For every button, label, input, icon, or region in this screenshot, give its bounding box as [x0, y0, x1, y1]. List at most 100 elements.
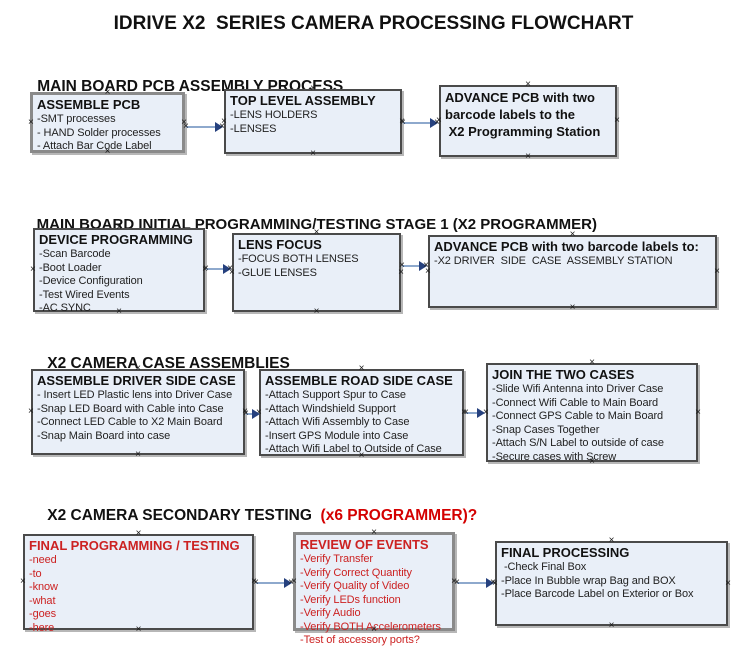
box-advance-pcb-driver-side-station: ADVANCE PCB with two barcode labels to: …: [425, 230, 720, 313]
arrow-head-icon: [430, 118, 438, 128]
connection-handle-icon: ×: [371, 527, 377, 538]
connection-handle-icon: ×: [371, 624, 377, 635]
connection-handle-icon: ×: [243, 408, 249, 419]
connection-handle-icon: ×: [251, 576, 257, 587]
connection-handle-icon: ×: [436, 115, 442, 126]
connection-handle-icon: ×: [614, 115, 620, 126]
arrow-head-icon: [252, 409, 260, 419]
arrow-head-icon: [215, 122, 223, 132]
box-lines: -Scan Barcode-Boot Loader-Device Configu…: [39, 248, 199, 316]
box-line: - Insert LED Plastic lens into Driver Ca…: [37, 389, 233, 401]
box-line: -Verify Quality of Video: [300, 580, 410, 592]
box-line: -Attach Windshield Support: [265, 402, 396, 415]
connection-handle-icon: ×: [181, 116, 187, 128]
box-line: -Verify BOTH Accelerometers: [300, 620, 441, 633]
section-heading-case-assemblies: X2 CAMERA CASE ASSEMBLIES: [30, 337, 290, 391]
box-line: X2 Programming Station: [445, 124, 601, 139]
arrow-head-icon: [419, 261, 427, 271]
connection-handle-icon: ×: [219, 121, 225, 132]
connection-handle-icon: ×: [358, 450, 365, 461]
box-lens-focus: LENS FOCUS -FOCUS BOTH LENSES-GLUE LENSE…: [229, 228, 404, 317]
connection-handle-icon: ×: [116, 306, 122, 317]
arrow-head-icon: [284, 578, 292, 588]
box-line: -Attach Wifi Assembly to Case: [265, 416, 410, 428]
connection-handle-icon: ×: [104, 87, 111, 98]
connection-handle-icon: ×: [608, 535, 615, 546]
arrow-line: [466, 412, 480, 414]
box-top-level-assembly: TOP LEVEL ASSEMBLY -LENS HOLDERS-LENSES …: [221, 83, 405, 159]
box-line: -Attach Wifi Label to Outside of Case: [265, 443, 442, 455]
connection-handle-icon: ×: [525, 151, 531, 162]
box-line: -Insert GPS Module into Case: [265, 429, 409, 442]
box-lines: ADVANCE PCB with two barcode labels to th…: [445, 89, 611, 140]
box-title: ADVANCE PCB with two barcode labels to:: [434, 239, 699, 254]
box-advance-pcb-programming-station: ADVANCE PCB with two barcode labels to th…: [436, 79, 620, 162]
arrow-line: [256, 582, 287, 584]
box-title: JOIN THE TWO CASES: [492, 367, 635, 382]
connection-handle-icon: ×: [398, 266, 404, 278]
connection-handle-icon: ×: [451, 575, 457, 587]
box-lines: -LENS HOLDERS-LENSES: [230, 109, 396, 136]
connection-handle-icon: ×: [313, 306, 320, 317]
connection-handle-icon: ×: [310, 83, 316, 94]
box-line: -Connect GPS Cable to Main Board: [492, 410, 664, 422]
box-line: barcode labels to the: [445, 107, 576, 122]
connection-handle-icon: ×: [30, 264, 36, 275]
connection-handle-icon: ×: [695, 406, 701, 418]
box-assemble-road-side-case: ASSEMBLE ROAD SIDE CASE -Attach Support …: [256, 363, 467, 461]
section-heading-text: X2 CAMERA CASE ASSEMBLIES: [47, 355, 290, 372]
box-lines: -need-to-know-what-goes-here: [29, 554, 248, 635]
connection-handle-icon: ×: [291, 575, 297, 587]
box-line: -Connect LED Cable to X2 Main Board: [37, 416, 223, 428]
box-line: -Check Final Box: [501, 561, 587, 573]
connection-handle-icon: ×: [483, 406, 489, 418]
box-line: ADVANCE PCB with two: [445, 90, 595, 105]
flow-arrow: × ×: [183, 121, 225, 132]
arrow-line: [402, 265, 422, 267]
connection-handle-icon: ×: [28, 116, 34, 128]
connection-handle-icon: ×: [116, 222, 122, 233]
box-line: -goes: [29, 608, 57, 620]
box-join-the-two-cases: JOIN THE TWO CASES -Slide Wifi Antenna i…: [483, 358, 701, 467]
box-line: -Verify Audio: [300, 607, 361, 619]
connection-handle-icon: ×: [463, 407, 469, 418]
box-final-programming-testing: FINAL PROGRAMMING / TESTING -need-to-kno…: [20, 528, 257, 635]
flow-arrow: × ×: [399, 260, 429, 271]
box-line: -Connect Wifi Cable to Main Board: [492, 396, 659, 409]
flow-arrow: × ×: [203, 264, 233, 274]
box-device-programming: DEVICE PROGRAMMING -Scan Barcode-Boot Lo…: [30, 222, 208, 317]
box-lines: -FOCUS BOTH LENSES-GLUE LENSES: [238, 253, 395, 280]
arrow-line: [457, 582, 489, 584]
arrow-line: [206, 268, 226, 270]
box-title: REVIEW OF EVENTS: [300, 537, 429, 552]
section-heading-red-text: (x6 PROGRAMMER)?: [311, 507, 478, 524]
connection-handle-icon: ×: [425, 265, 431, 277]
box-line: -Secure cases with Screw: [492, 450, 617, 463]
box-assemble-pcb: ASSEMBLE PCB -SMT processes- HAND Solder…: [28, 87, 187, 157]
connection-handle-icon: ×: [202, 265, 208, 275]
box-line: -Verify Correct Quantity: [300, 566, 412, 579]
arrow-head-icon: [486, 578, 494, 588]
connection-handle-icon: ×: [423, 260, 429, 271]
connection-handle-icon: ×: [454, 577, 460, 588]
box-title: FINAL PROCESSING: [501, 545, 630, 560]
connection-handle-icon: ×: [242, 406, 248, 417]
box-line: -Attach S/N Label to outside of case: [492, 437, 664, 449]
connection-handle-icon: ×: [104, 146, 111, 157]
box-line: - HAND Solder processes: [37, 126, 161, 139]
connection-handle-icon: ×: [525, 79, 531, 90]
page-title: IDRIVE X2 SERIES CAMERA PROCESSING FLOWC…: [113, 13, 634, 34]
box-line: -what: [29, 594, 56, 607]
box-title: LENS FOCUS: [238, 237, 322, 252]
box-line: -Attach Support Spur to Case: [265, 389, 406, 401]
connection-handle-icon: ×: [358, 363, 365, 374]
box-line: -to: [29, 567, 42, 580]
connection-handle-icon: ×: [183, 121, 189, 132]
connection-handle-icon: ×: [288, 577, 294, 588]
arrow-line: [186, 126, 218, 128]
connection-handle-icon: ×: [135, 528, 142, 539]
arrow-line: [246, 413, 255, 415]
box-assemble-driver-side-case: ASSEMBLE DRIVER SIDE CASE - Insert LED P…: [28, 364, 248, 460]
box-line: -Snap LED Board with Cable into Case: [37, 402, 224, 415]
connection-handle-icon: ×: [399, 260, 405, 271]
